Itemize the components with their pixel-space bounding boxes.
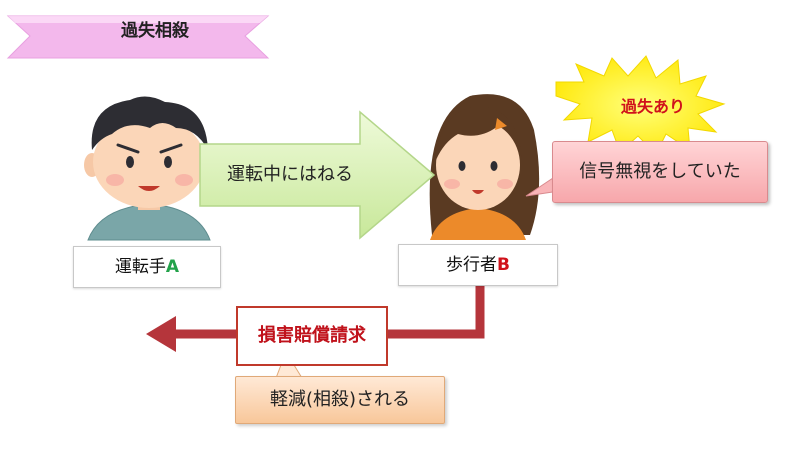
- fault-burst-text: 過失あり: [620, 97, 685, 116]
- action-arrow-text: 運転中にはねる: [227, 164, 353, 185]
- claim-box: 損害賠償請求: [236, 306, 388, 366]
- driver-illustration: [84, 96, 214, 241]
- pedestrian-label-letter: B: [497, 255, 510, 275]
- banner-title: 過失相殺: [121, 21, 189, 41]
- driver-label: 運転手A: [73, 246, 221, 288]
- action-arrow: [199, 110, 436, 240]
- fault-burst: [555, 55, 726, 155]
- driver-label-letter: A: [165, 257, 180, 277]
- driver-label-text: 運転手: [114, 257, 166, 277]
- pedestrian-illustration: [429, 94, 540, 240]
- reduction-box: 軽減(相殺)される: [235, 376, 445, 424]
- banner-shape: [6, 15, 270, 59]
- claim-arrow: [146, 285, 485, 352]
- pedestrian-label-text: 歩行者: [446, 255, 498, 275]
- fault-callout: 信号無視をしていた: [552, 141, 768, 203]
- pedestrian-label: 歩行者B: [398, 244, 558, 286]
